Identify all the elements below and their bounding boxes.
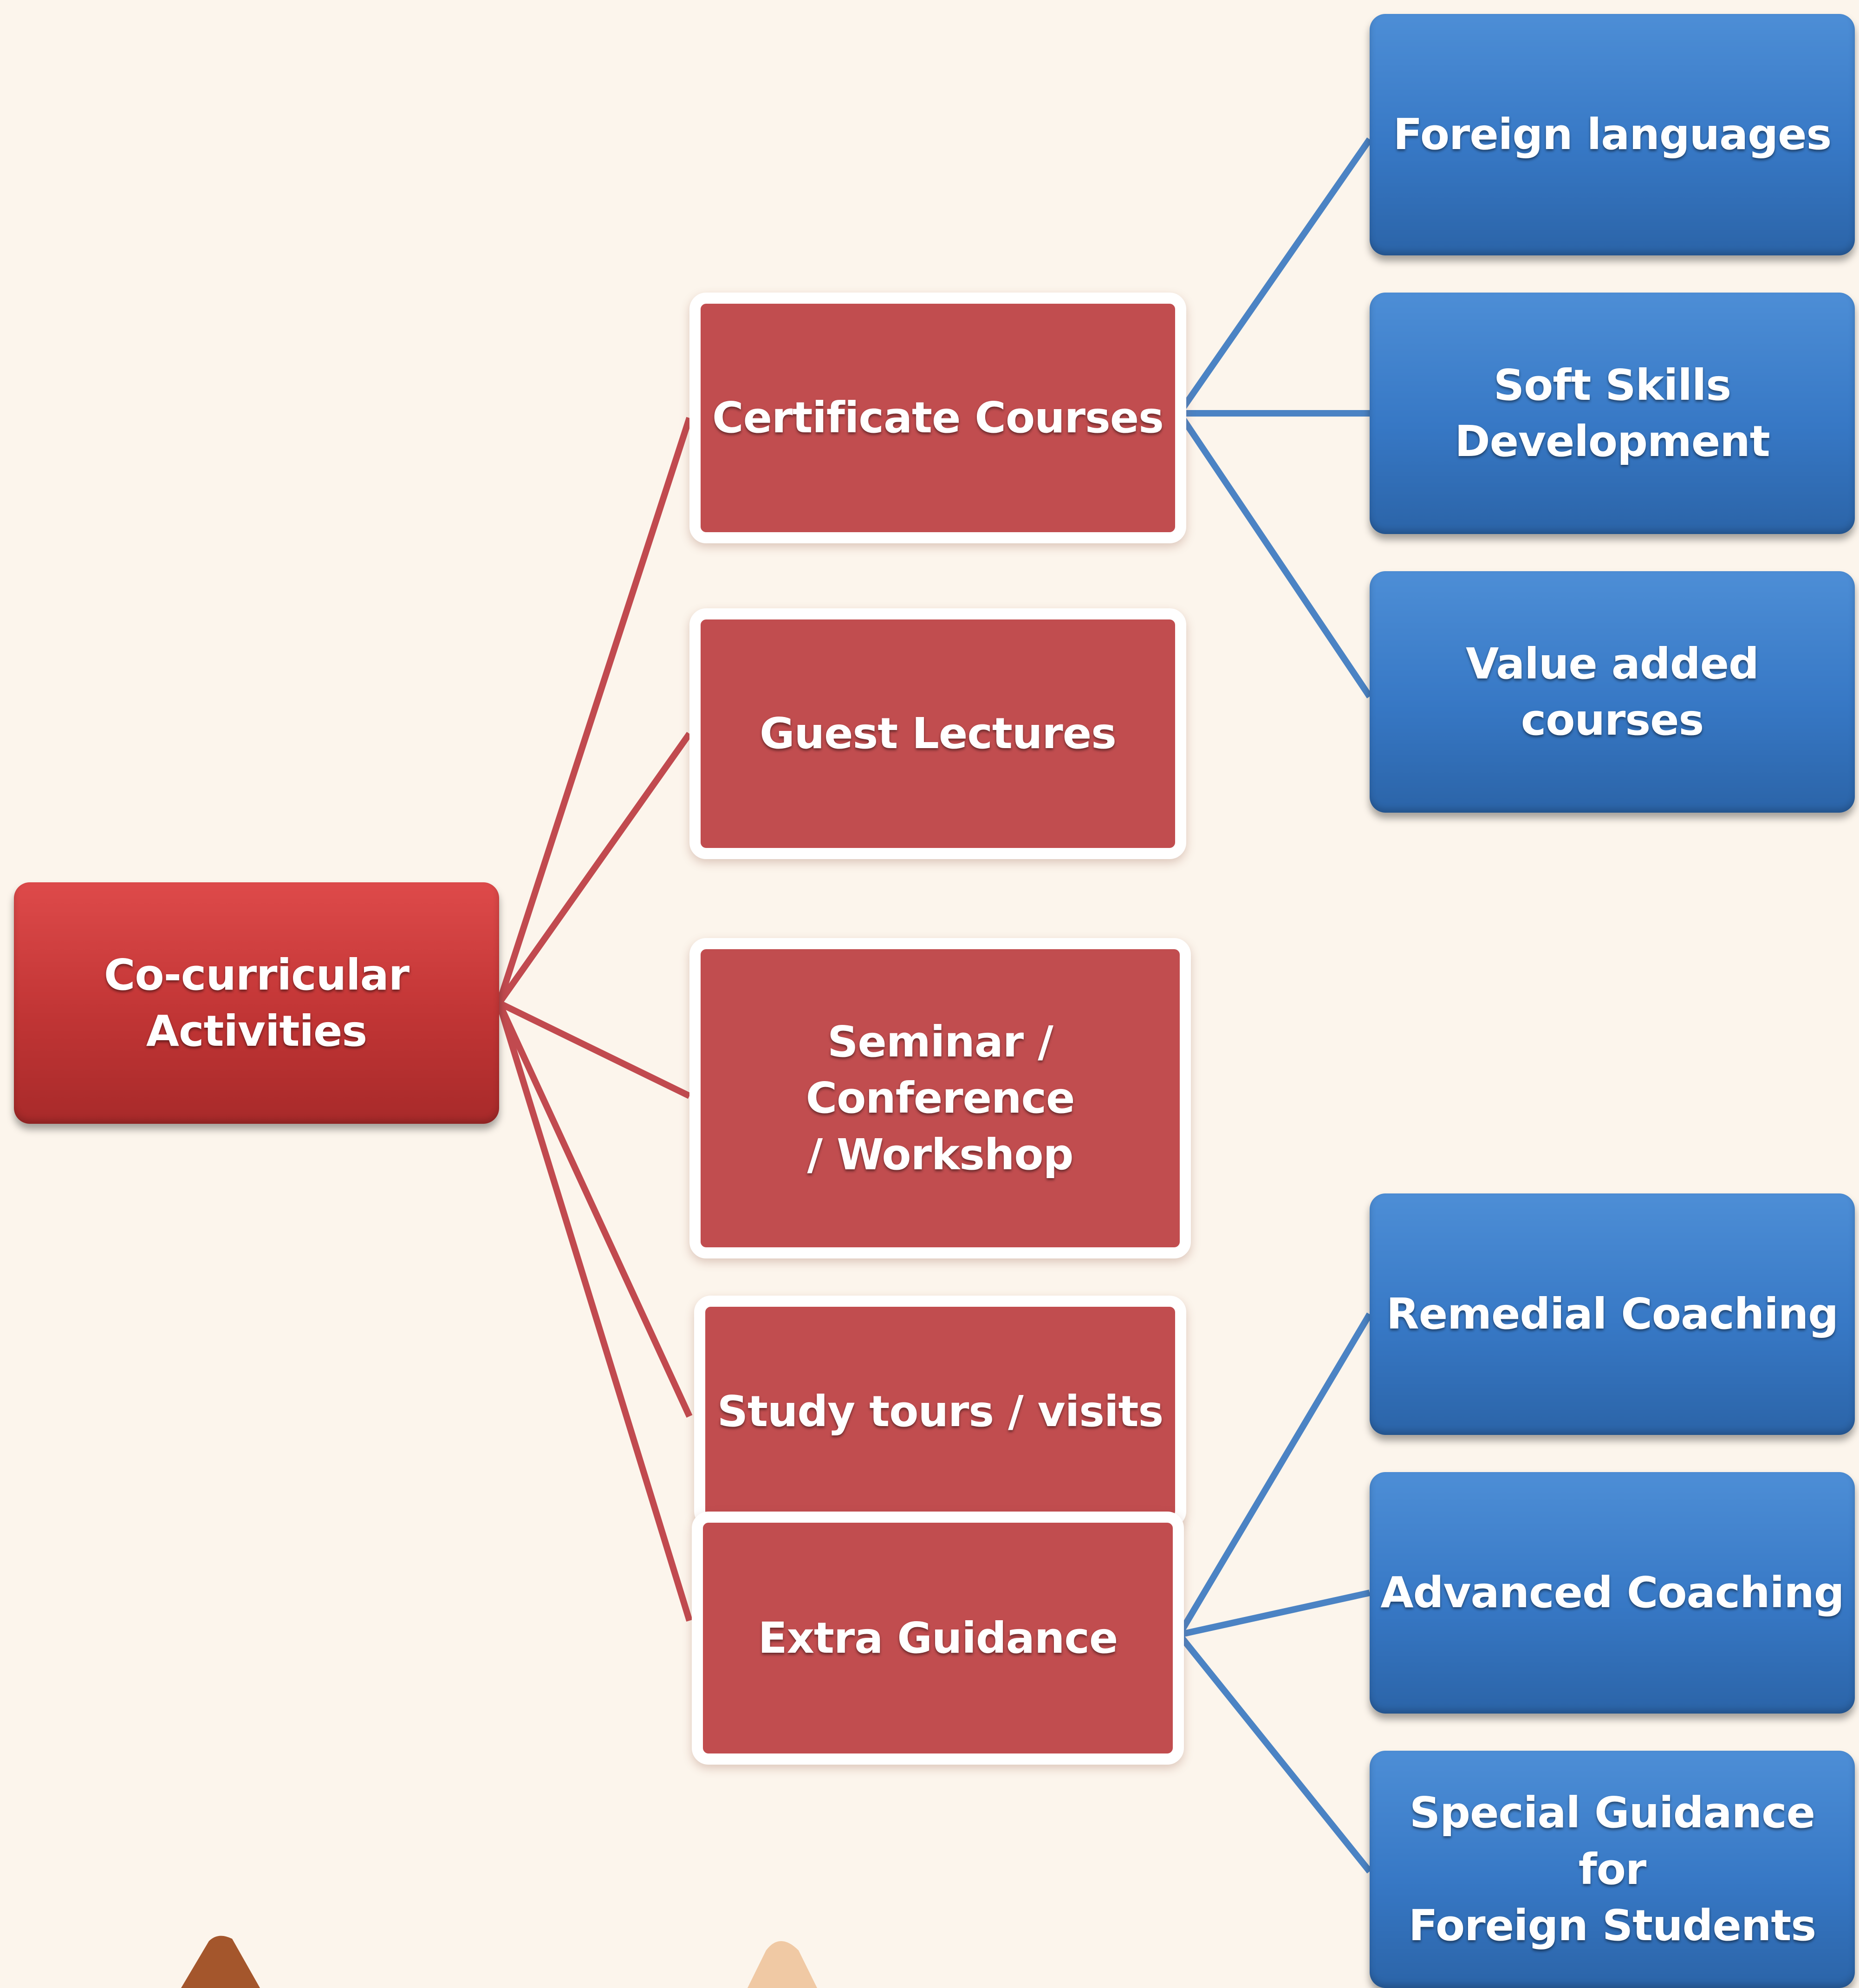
connector-root-seminar [497,1000,691,1099]
category-label: Certificate Courses [712,393,1164,443]
leaf-label: Remedial Coaching [1386,1289,1839,1339]
category-label: Guest Lectures [760,709,1117,759]
leaf-soft-skills-development[interactable]: Soft Skills Development [1370,293,1855,534]
decorative-shape-left [181,1936,260,1988]
leaf-label-line-2: Foreign Students [1408,1901,1816,1951]
leaf-remedial-coaching[interactable]: Remedial Coaching [1370,1193,1855,1435]
category-label: Study tours / visits [717,1387,1164,1437]
category-seminar-conference-workshop[interactable]: Seminar / Conference / Workshop [689,938,1191,1258]
leaf-label: Foreign languages [1393,110,1832,160]
connector-certificate-foreign [1176,137,1372,415]
root-label-line-2: Activities [146,1006,367,1056]
leaf-label-line-1: Special Guidance for [1409,1788,1815,1894]
leaf-value-added-courses[interactable]: Value added courses [1370,571,1855,813]
connector-certificate-value [1176,411,1372,698]
category-label-line-1: Seminar / Conference [806,1017,1075,1123]
connector-guidance-advanced [1178,1590,1371,1638]
leaf-label: Value added courses [1466,639,1759,745]
connector-root-guest [496,731,692,1005]
connector-guidance-remedial [1176,1312,1373,1636]
connector-guidance-special [1176,1632,1372,1874]
leaf-label-line-2: Development [1455,417,1770,466]
connector-root-guidance [496,1002,693,1622]
root-node-co-curricular-activities[interactable]: Co-curricular Activities [14,882,499,1124]
category-study-tours-visits[interactable]: Study tours / visits [694,1296,1186,1528]
leaf-advanced-coaching[interactable]: Advanced Coaching [1370,1472,1855,1714]
leaf-foreign-languages[interactable]: Foreign languages [1370,14,1855,255]
leaf-label: Advanced Coaching [1380,1568,1844,1618]
category-certificate-courses[interactable]: Certificate Courses [689,293,1186,543]
connector-root-certificate [496,417,693,1004]
category-extra-guidance[interactable]: Extra Guidance [692,1512,1184,1765]
category-label: Extra Guidance [758,1613,1118,1663]
leaf-label-line-1: Soft Skills [1493,360,1731,410]
category-guest-lectures[interactable]: Guest Lectures [689,608,1186,859]
root-label-line-1: Co-curricular [104,950,410,1000]
decorative-shape-right [748,1941,817,1988]
category-label-line-2: / Workshop [807,1129,1074,1180]
connector-root-study [496,1002,693,1418]
leaf-special-guidance-foreign-students[interactable]: Special Guidance for Foreign Students [1370,1751,1855,1988]
